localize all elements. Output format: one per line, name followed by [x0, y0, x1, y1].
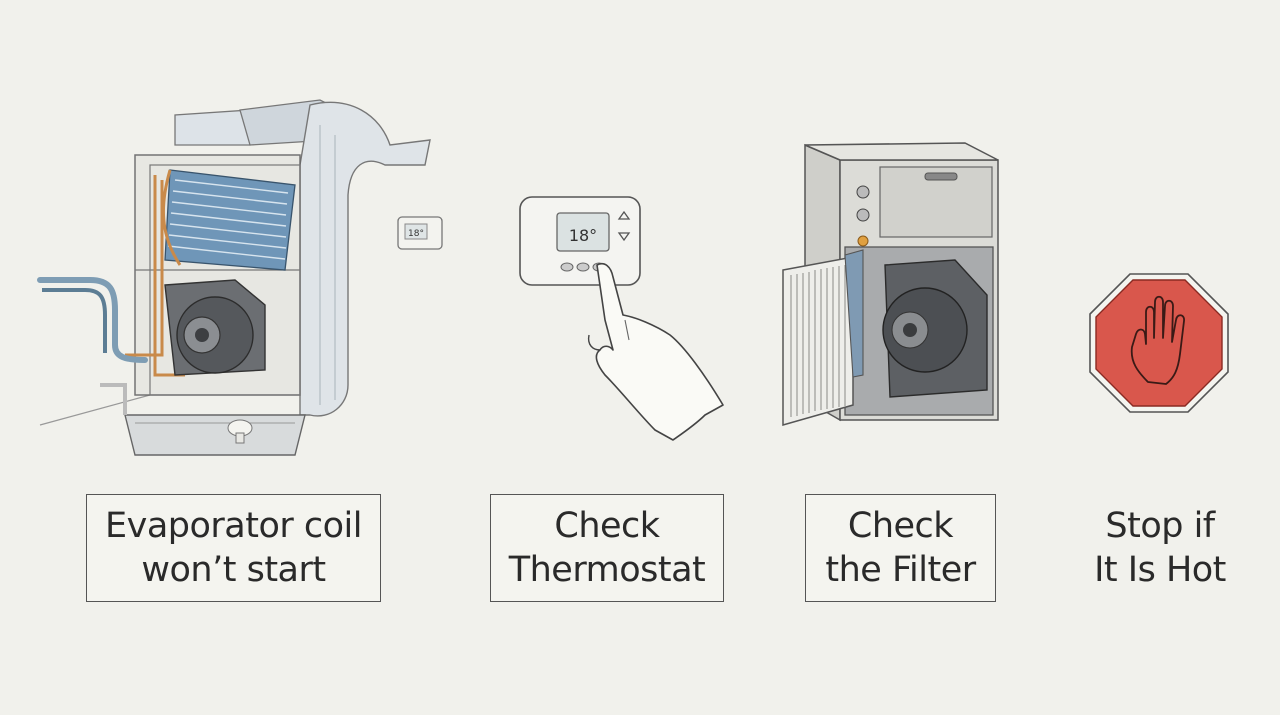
step-4-line-1: Stop if [1105, 506, 1215, 546]
step-4-line-2: It Is Hot [1094, 550, 1226, 590]
thermostat-illustration: 18° [505, 185, 745, 450]
step-label-evaporator: Evaporator coil won’t start [86, 494, 381, 602]
step-label-thermostat: Check Thermostat [490, 494, 724, 602]
step-label-filter: Check the Filter [805, 494, 996, 602]
step-2-line-2: Thermostat [508, 550, 706, 590]
step-3-line-1: Check [847, 506, 954, 546]
furnace-blower [882, 259, 988, 398]
step-label-stop: Stop if It Is Hot [1070, 494, 1250, 602]
step-1-line-2: won’t start [141, 550, 326, 590]
thermostat-hand-icon: 18° [519, 196, 724, 441]
step-3-line-2: the Filter [825, 550, 976, 590]
blower-wheel [164, 279, 266, 376]
small-thermostat-reading: 18° [408, 229, 424, 239]
step-2-line-1: Check [554, 506, 660, 546]
furnace-filter-icon [782, 142, 999, 426]
wall-thermostat: 18° [397, 216, 443, 250]
step-1-line-1: Evaporator coil [105, 506, 363, 546]
coil-fins [162, 169, 296, 271]
thermostat-reading: 18° [569, 226, 597, 245]
stop-hand-icon [1089, 273, 1229, 413]
evaporator-coil-furnace-icon: 18° [37, 99, 443, 456]
evaporator-coil-illustration: 18° [30, 85, 460, 475]
stop-illustration [1088, 272, 1230, 414]
filter-illustration [775, 135, 1015, 430]
